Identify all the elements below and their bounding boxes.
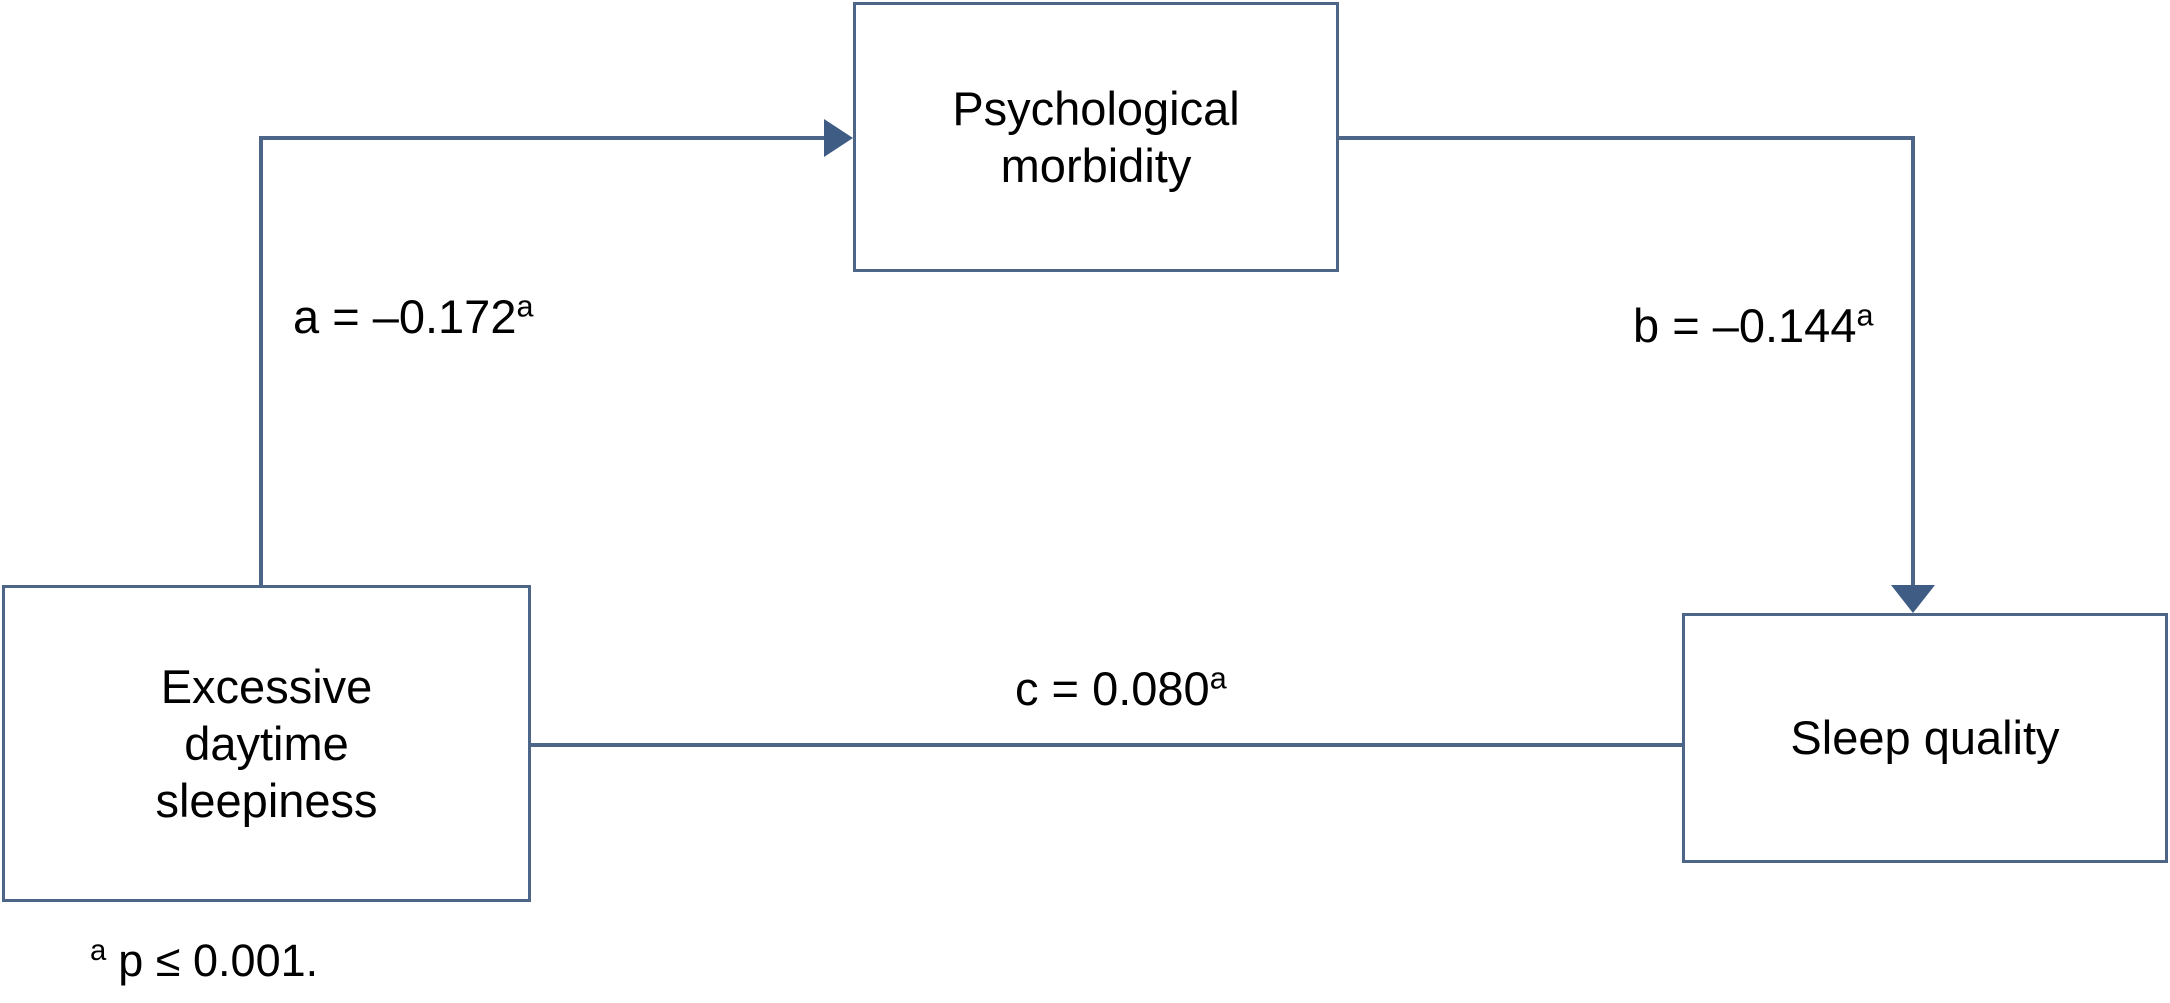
node-label: Excessive daytime sleepiness (155, 659, 378, 828)
significance-marker: a (516, 289, 534, 324)
coefficient-value: c = 0.080 (1015, 662, 1210, 715)
path-c-coefficient-label: c = 0.080a (1015, 662, 1227, 715)
significance-marker: a (1209, 661, 1227, 696)
path-a-segment-vertical (259, 138, 263, 585)
node-label: Sleep quality (1790, 711, 2060, 765)
path-b-segment-horizontal (1339, 136, 1915, 140)
path-a-coefficient-label: a = –0.172a (293, 290, 533, 343)
footnote: a p ≤ 0.001. (90, 935, 319, 986)
arrowhead-right-icon (824, 119, 853, 157)
significance-marker: a (1856, 298, 1874, 333)
arrowhead-down-icon (1891, 585, 1935, 613)
path-c-segment-horizontal (531, 743, 1682, 747)
node-label: Psychological morbidity (952, 81, 1240, 192)
node-sleep-quality: Sleep quality (1682, 613, 2168, 863)
coefficient-value: b = –0.144 (1633, 299, 1857, 352)
path-a-segment-horizontal (259, 136, 825, 140)
footnote-text: p ≤ 0.001. (118, 935, 319, 986)
coefficient-value: a = –0.172 (293, 290, 517, 343)
path-b-coefficient-label: b = –0.144a (1633, 299, 1873, 352)
node-psychological-morbidity: Psychological morbidity (853, 2, 1339, 272)
path-b-segment-vertical (1911, 136, 1915, 588)
footnote-marker: a (90, 935, 107, 967)
node-excessive-daytime-sleepiness: Excessive daytime sleepiness (2, 585, 531, 902)
